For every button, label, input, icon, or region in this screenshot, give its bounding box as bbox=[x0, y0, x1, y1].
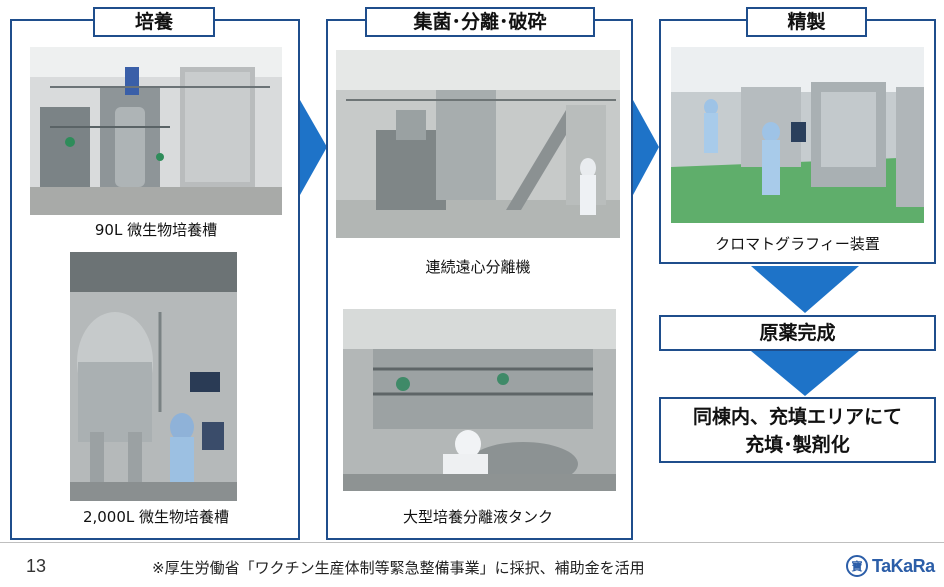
photo-90l-fermenter bbox=[30, 47, 282, 215]
chevron-right-arrow bbox=[633, 100, 659, 195]
caption-90l-fermenter: 90L 微生物培養槽 bbox=[94, 221, 218, 239]
takara-logo-mark: 寶 bbox=[846, 555, 868, 577]
caption-2000l-fermenter: 2,000L 微生物培養槽 bbox=[82, 508, 230, 526]
photo-2000l-fermenter bbox=[70, 252, 237, 501]
api-complete-box: 原薬完成 bbox=[659, 315, 936, 351]
fill-finish-box: 同棟内、充填エリアにて 充填･製剤化 bbox=[659, 397, 936, 463]
page-number: 13 bbox=[26, 556, 47, 576]
stage-title-purification: 精製 bbox=[746, 7, 867, 37]
api-complete-label: 原薬完成 bbox=[759, 322, 836, 344]
caption-separation-tank: 大型培養分離液タンク bbox=[402, 508, 553, 526]
caption-centrifuge: 連続遠心分離機 bbox=[425, 258, 531, 276]
stage-title-culture: 培養 bbox=[93, 7, 215, 37]
chevron-right-arrow bbox=[300, 100, 327, 195]
footer-divider bbox=[0, 542, 944, 543]
down-arrow bbox=[751, 266, 859, 313]
caption-chromatography: クロマトグラフィー装置 bbox=[715, 235, 880, 253]
fill-finish-line1: 同棟内、充填エリアにて bbox=[692, 406, 902, 428]
subsidy-note: ※厚生労働省「ワクチン生産体制等緊急整備事業」に採択、補助金を活用 bbox=[152, 559, 645, 577]
photo-chromatography bbox=[671, 47, 924, 223]
stage-title-separation: 集菌･分離･破砕 bbox=[365, 7, 595, 37]
fill-finish-line2: 充填･製剤化 bbox=[745, 434, 850, 456]
photo-centrifuge bbox=[336, 50, 620, 238]
photo-separation-tank bbox=[343, 309, 616, 491]
takara-logo: 寶 TaKaRa bbox=[846, 551, 935, 581]
down-arrow bbox=[751, 351, 859, 396]
takara-logo-text: TaKaRa bbox=[872, 555, 935, 576]
